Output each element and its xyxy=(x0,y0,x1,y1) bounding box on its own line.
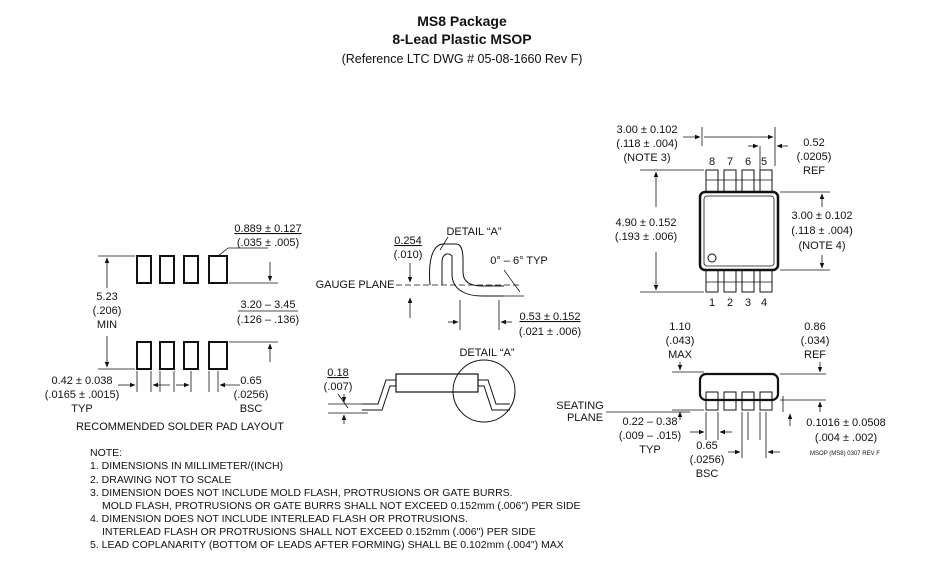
solder-pad xyxy=(136,255,152,284)
width-in: (.118 ± .004) xyxy=(616,138,677,150)
gauge-plane-detail: DETAIL “A” 0.254 (.010) GAUGE PLANE 0° –… xyxy=(316,226,582,338)
lead-pitch-mm: 0.65 xyxy=(696,440,717,452)
note-3: 3. DIMENSION DOES NOT INCLUDE MOLD FLASH… xyxy=(90,487,513,499)
lead-profile xyxy=(429,243,504,287)
pad-span-in: (.126 – .136) xyxy=(237,314,299,326)
solder-pad xyxy=(208,341,228,370)
pin1-marker xyxy=(707,253,717,263)
pad-size-in: (.0165 ± .0015) xyxy=(45,389,120,401)
lead-width-mm: 0.22 – 0.38 xyxy=(622,416,677,428)
pad-span-mm: 3.20 – 3.45 xyxy=(240,299,295,311)
notes-heading: NOTE: xyxy=(90,447,122,459)
header: MS8 Package 8-Lead Plastic MSOP (Referen… xyxy=(342,13,583,66)
detail-a-callout: DETAIL “A” xyxy=(459,347,514,359)
width-mm: 3.00 ± 0.102 xyxy=(616,124,677,136)
pad-height-mm: 5.23 xyxy=(96,291,117,303)
note-1: 1. DIMENSIONS IN MILLIMETER/(INCH) xyxy=(90,460,283,472)
package-title: MS8 Package xyxy=(417,13,507,29)
note-2: 2. DRAWING NOT TO SCALE xyxy=(90,474,231,486)
pad-size-mm: 0.42 ± 0.038 xyxy=(51,375,112,387)
pin-label-7: 7 xyxy=(727,156,733,168)
width-note: (NOTE 3) xyxy=(623,152,670,164)
body-width-note: (NOTE 4) xyxy=(798,240,845,252)
pad-pitch-note: BSC xyxy=(240,403,263,415)
gauge-plane-label: GAUGE PLANE xyxy=(316,279,395,291)
top-view: 3.00 ± 0.102 (.118 ± .004) (NOTE 3) 0.52… xyxy=(615,124,853,309)
lead-pitch-note: BSC xyxy=(696,468,719,480)
lead-width-note: TYP xyxy=(639,444,660,456)
lead-angle: 0° – 6° TYP xyxy=(490,255,548,267)
package-body-top xyxy=(698,190,780,272)
length-mm: 4.90 ± 0.152 xyxy=(615,217,676,229)
pad-height-in: (.206) xyxy=(93,305,122,317)
solder-pad-caption: RECOMMENDED SOLDER PAD LAYOUT xyxy=(76,421,284,433)
notes: NOTE: 1. DIMENSIONS IN MILLIMETER/(INCH)… xyxy=(90,447,580,551)
length-in: (.193 ± .006) xyxy=(615,231,677,243)
seating-plane-label-2: PLANE xyxy=(567,412,603,424)
package-body-front xyxy=(698,372,780,402)
solder-pad xyxy=(136,341,152,370)
pad-width-in: (.035 ± .005) xyxy=(237,237,299,249)
foot-length-in: (.021 ± .006) xyxy=(519,326,581,338)
lead-width-in: (.009 – .015) xyxy=(619,430,681,442)
pin-label-3: 3 xyxy=(745,297,751,309)
note-5: 5. LEAD COPLANARITY (BOTTOM OF LEADS AFT… xyxy=(90,539,564,551)
drawing-id: MSOP (MS8) 0307 REV F xyxy=(810,451,880,457)
package-subtitle: 8-Lead Plastic MSOP xyxy=(392,31,531,47)
note-4-cont: INTERLEAD FLASH OR PROTRUSIONS SHALL NOT… xyxy=(102,526,536,538)
body-width-mm: 3.00 ± 0.102 xyxy=(791,210,852,222)
body-height-in: (.034) xyxy=(801,335,830,347)
lead-thickness-mm: 0.18 xyxy=(327,367,348,379)
pad-size-note: TYP xyxy=(71,403,92,415)
ref-in: (.0205) xyxy=(797,151,832,163)
body-width-in: (.118 ± .004) xyxy=(791,225,852,237)
pin-label-8: 8 xyxy=(709,156,715,168)
max-height-note: MAX xyxy=(668,349,693,361)
lead-height-mm: 0.254 xyxy=(394,235,422,247)
lead-height-in: (.010) xyxy=(394,249,423,261)
standoff-in: (.004 ± .002) xyxy=(815,432,877,444)
pin-label-1: 1 xyxy=(709,297,715,309)
solder-pad xyxy=(183,341,199,370)
detail-a-circle xyxy=(452,359,516,423)
lead-pitch-in: (.0256) xyxy=(690,454,725,466)
pad-pitch-in: (.0256) xyxy=(234,389,269,401)
pin-label-2: 2 xyxy=(727,297,733,309)
solder-pad xyxy=(183,255,199,284)
foot-length-mm: 0.53 ± 0.152 xyxy=(519,311,580,323)
seating-plane-label: SEATING xyxy=(556,400,603,412)
lead-thickness-in: (.007) xyxy=(324,381,353,393)
detail-a-label: DETAIL “A” xyxy=(446,226,501,238)
solder-pad xyxy=(208,255,228,284)
note-4: 4. DIMENSION DOES NOT INCLUDE INTERLEAD … xyxy=(90,513,468,525)
body-height-note: REF xyxy=(804,349,826,361)
ref-note: REF xyxy=(803,165,825,177)
pad-height-note: MIN xyxy=(97,319,117,331)
pin-label-4: 4 xyxy=(761,297,767,309)
body-height-mm: 0.86 xyxy=(804,321,825,333)
pin-label-6: 6 xyxy=(745,156,751,168)
note-3-cont: MOLD FLASH, PROTRUSIONS OR GATE BURRS SH… xyxy=(102,500,580,512)
lead-detail: 0.18 (.007) DETAIL “A” xyxy=(324,347,516,424)
solder-pad xyxy=(159,255,175,284)
reference-drawing: (Reference LTC DWG # 05-08-1660 Rev F) xyxy=(342,52,583,66)
max-height-in: (.043) xyxy=(666,335,695,347)
ref-mm: 0.52 xyxy=(803,137,824,149)
side-view: 1.10 (.043) MAX 0.86 (.034) REF SEATING … xyxy=(556,321,885,480)
pin-label-5: 5 xyxy=(761,156,767,168)
max-height-mm: 1.10 xyxy=(669,321,690,333)
solder-pad-layout: 0.889 ± 0.127 (.035 ± .005) 5.23 (.206) … xyxy=(45,223,302,433)
solder-pad xyxy=(159,341,175,370)
pad-pitch-mm: 0.65 xyxy=(240,375,261,387)
package-body-side xyxy=(395,373,479,393)
standoff-mm: 0.1016 ± 0.0508 xyxy=(806,417,885,429)
pad-width-mm: 0.889 ± 0.127 xyxy=(234,223,301,235)
